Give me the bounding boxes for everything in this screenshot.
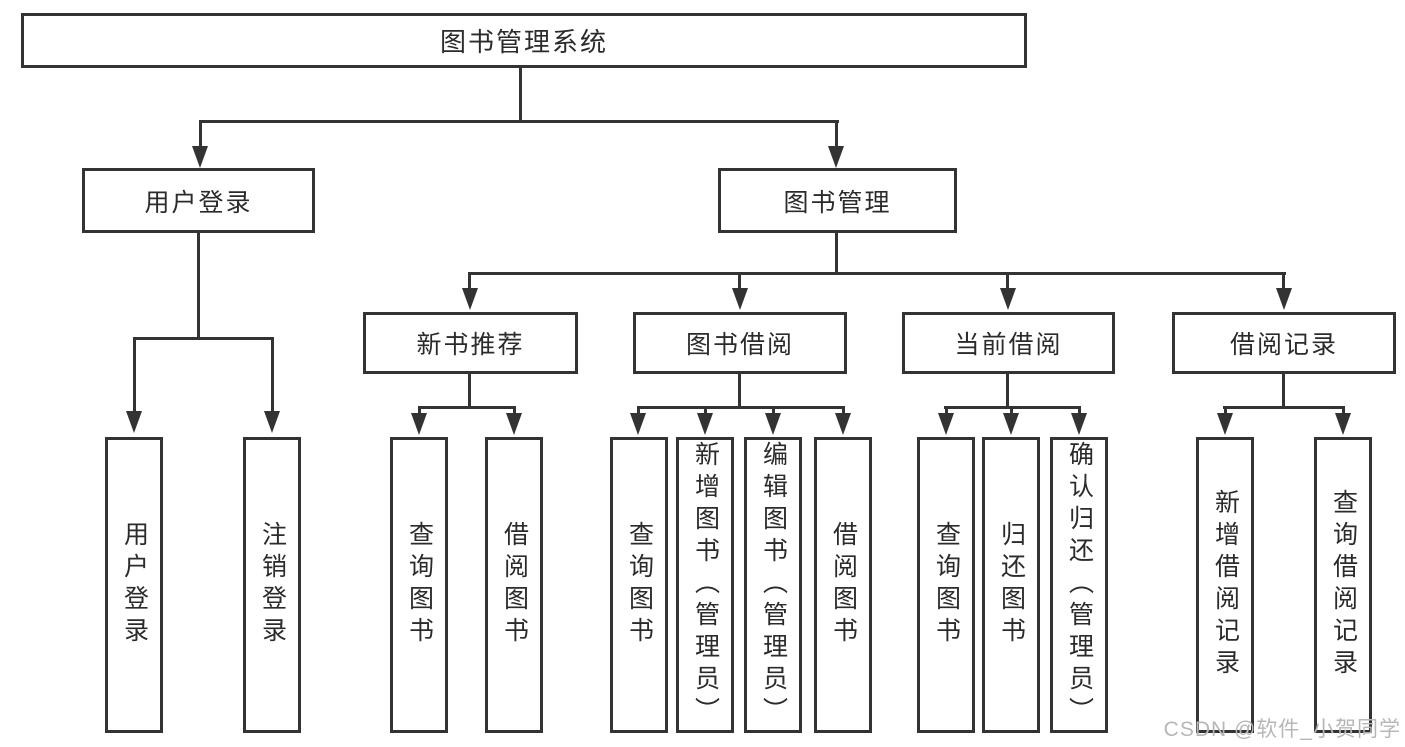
arrow-down-icon [1003, 413, 1019, 435]
arrow-down-icon [1000, 288, 1016, 310]
connector-line [199, 120, 839, 123]
leaf-nbr-borrow-book: 借阅图书 [485, 437, 543, 733]
arrow-down-icon [1217, 413, 1233, 435]
leaf-cb-confirm-return-admin-label: 确认归还（管理员） [1065, 441, 1094, 729]
leaf-cb-query-book: 查询图书 [917, 437, 975, 733]
node-book-management: 图书管理 [718, 168, 957, 233]
connector-line [133, 337, 274, 340]
connector-line [418, 406, 516, 409]
connector-line [1078, 406, 1081, 417]
arrow-down-icon [697, 413, 713, 435]
arrow-down-icon [630, 413, 646, 435]
leaf-bb-add-book-admin-label: 新增图书（管理员） [691, 441, 720, 729]
node-current-borrowing: 当前借阅 [902, 312, 1115, 374]
node-borrow-records: 借阅记录 [1172, 312, 1396, 374]
connector-line [468, 272, 471, 292]
watermark: CSDN @软件_小贺同学 [1163, 718, 1401, 741]
node-book-management-label: 图书管理 [783, 188, 892, 217]
leaf-br-add-record: 新增借阅记录 [1196, 437, 1254, 733]
node-root-label: 图书管理系统 [439, 27, 608, 57]
connector-line [1006, 272, 1009, 292]
connector-line [1010, 406, 1013, 417]
connector-line [1342, 406, 1345, 417]
leaf-br-add-record-label: 新增借阅记录 [1211, 489, 1240, 681]
connector-line [772, 406, 775, 417]
arrow-down-icon [765, 413, 781, 435]
leaf-logout: 注销登录 [243, 437, 301, 733]
connector-line [835, 231, 838, 275]
leaf-br-query-record: 查询借阅记录 [1314, 437, 1372, 733]
arrow-down-icon [732, 288, 748, 310]
leaf-logout-label: 注销登录 [258, 521, 287, 649]
node-root: 图书管理系统 [21, 13, 1027, 68]
arrow-down-icon [1071, 413, 1087, 435]
node-new-book-recommendation-label: 新书推荐 [416, 331, 525, 359]
leaf-bb-add-book-admin: 新增图书（管理员） [676, 437, 734, 733]
connector-line [1282, 372, 1285, 409]
leaf-cb-query-book-label: 查询图书 [932, 521, 961, 649]
connector-line [637, 406, 640, 417]
arrow-down-icon [835, 413, 851, 435]
node-new-book-recommendation: 新书推荐 [363, 312, 578, 374]
node-book-borrowing-label: 图书借阅 [685, 331, 794, 359]
connector-line [199, 120, 202, 150]
leaf-bb-borrow-book-label: 借阅图书 [829, 521, 858, 649]
leaf-bb-edit-book-admin-label: 编辑图书（管理员） [759, 441, 788, 729]
arrow-down-icon [828, 146, 844, 168]
connector-line [197, 231, 200, 340]
connector-line [945, 406, 948, 417]
arrow-down-icon [126, 411, 142, 433]
leaf-bb-borrow-book: 借阅图书 [814, 437, 872, 733]
connector-line [1282, 272, 1285, 292]
leaf-bb-query-book: 查询图书 [610, 437, 668, 733]
node-book-borrowing: 图书借阅 [633, 312, 847, 374]
arrow-down-icon [1335, 413, 1351, 435]
leaf-user-login-label: 用户登录 [120, 521, 149, 649]
connector-line [133, 337, 136, 415]
arrow-down-icon [506, 413, 522, 435]
connector-line [842, 406, 845, 417]
node-borrow-records-label: 借阅记录 [1229, 331, 1338, 359]
connector-line [271, 337, 274, 415]
leaf-br-query-record-label: 查询借阅记录 [1329, 489, 1358, 681]
connector-line [519, 66, 522, 122]
connector-line [513, 406, 516, 417]
arrow-down-icon [264, 411, 280, 433]
arrow-down-icon [411, 413, 427, 435]
connector-line [835, 120, 838, 150]
leaf-user-login: 用户登录 [105, 437, 163, 733]
arrow-down-icon [192, 146, 208, 168]
leaf-nbr-query-book-label: 查询图书 [405, 521, 434, 649]
arrow-down-icon [938, 413, 954, 435]
connector-line [738, 272, 741, 292]
leaf-nbr-query-book: 查询图书 [390, 437, 448, 733]
arrow-down-icon [462, 288, 478, 310]
connector-line [1224, 406, 1227, 417]
arrow-down-icon [1276, 288, 1292, 310]
connector-line [1006, 372, 1009, 409]
leaf-cb-return-book-label: 归还图书 [997, 521, 1026, 649]
leaf-bb-edit-book-admin: 编辑图书（管理员） [744, 437, 802, 733]
connector-line [704, 406, 707, 417]
connector-line [1223, 406, 1345, 409]
node-user-login: 用户登录 [82, 168, 315, 233]
node-user-login-label: 用户登录 [144, 188, 253, 217]
leaf-bb-query-book-label: 查询图书 [625, 521, 654, 649]
connector-line [469, 272, 1286, 275]
connector-line [418, 406, 421, 417]
leaf-cb-confirm-return-admin: 确认归还（管理员） [1050, 437, 1108, 733]
connector-line [637, 406, 845, 409]
connector-line [738, 372, 741, 409]
leaf-cb-return-book: 归还图书 [982, 437, 1040, 733]
node-current-borrowing-label: 当前借阅 [954, 331, 1063, 359]
connector-line [468, 372, 471, 409]
leaf-nbr-borrow-book-label: 借阅图书 [500, 521, 529, 649]
